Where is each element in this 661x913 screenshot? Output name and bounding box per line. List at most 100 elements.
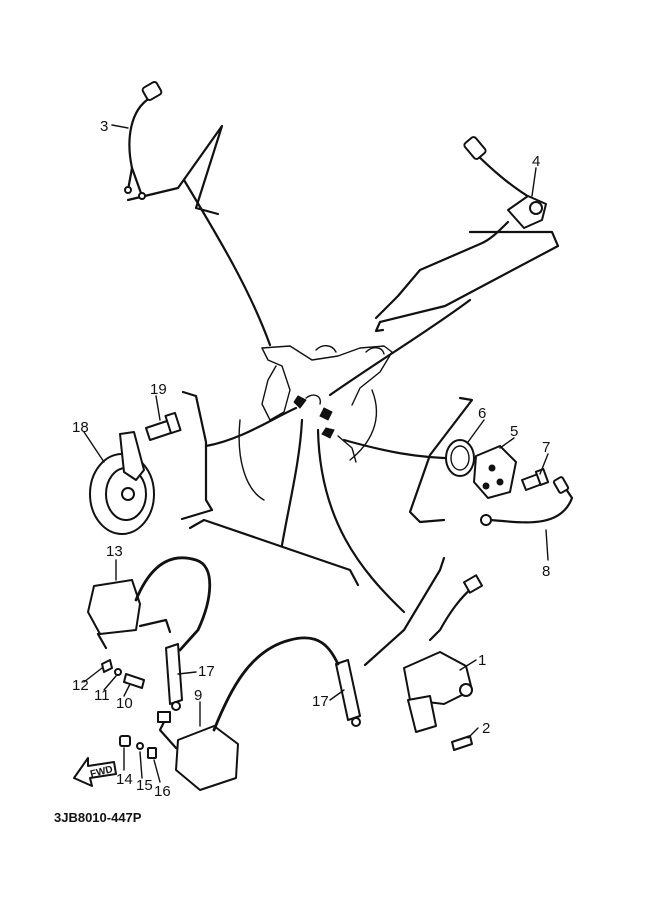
leader-4 [531,167,537,197]
part-12-body [101,659,113,673]
frame-head [261,347,291,421]
clip-connector-1 [293,395,307,409]
part-3-wire-b [130,166,144,198]
wire-to-part-13 [280,418,304,547]
callout-15: 15 [136,777,153,794]
callout-11: 11 [94,687,110,704]
part-8-ground-lead [480,476,574,526]
leader-16 [153,759,161,783]
callout-1: 1 [478,652,486,669]
part-5-hole-1 [488,464,496,472]
part-8-terminal [552,476,570,494]
leader-18 [83,431,105,463]
part-2-screw [451,735,473,751]
part-5-hole-2 [496,478,504,486]
part-17-plug-cap-right [335,659,361,727]
part-18-bracket [119,431,145,481]
fwd-direction-arrow: FWD [73,757,117,787]
leader-2 [467,727,479,739]
part-6-o-ring [445,439,475,477]
part-14-bolt [119,735,131,747]
part-6-ring-inner [450,445,470,471]
part-1-relay [403,574,484,733]
part-3-wire [126,96,152,192]
leader-17b [329,689,345,701]
part-3-sensor-lead [124,81,163,200]
fwd-arrow-shape [73,757,117,787]
part-2-shank [451,735,473,751]
part-15-washer [136,742,144,750]
callout-14: 14 [116,771,133,788]
callout-9: 9 [194,687,202,704]
part-12-nut [101,659,113,673]
part-4-switch [374,136,547,320]
part-1-terminal [459,683,473,697]
leader-10 [123,683,131,697]
part-7-screw [521,468,550,491]
part-13-coil-body [87,579,141,635]
clip-connector-3 [321,427,335,439]
leader-15 [139,751,143,779]
part-8-eyelet [480,514,492,526]
part-17a-cap-body [165,643,183,705]
leader-6 [467,419,485,443]
part-13-primary-wire [138,618,172,634]
callout-8: 8 [542,563,550,580]
part-8-wire [488,484,574,524]
bracket-part-5-8 [408,396,474,524]
part-19-bolt-head [164,411,182,435]
callout-2: 2 [482,720,490,737]
part-9-hv-lead [212,636,340,732]
callout-7: 7 [542,439,550,456]
wire-to-horn [204,406,298,448]
frame-lower-left [238,419,265,501]
part-1-body [403,651,473,705]
bracket-part-1-2 [363,556,446,667]
part-3-connector [141,81,163,101]
leader-3 [111,124,129,129]
part-13-coil-leg [96,632,108,650]
part-4-plug [463,136,487,160]
part-3-terminal-a [124,186,132,194]
wire-to-part-3 [182,178,272,347]
leader-17a [177,671,197,675]
callout-6: 6 [478,405,486,422]
part-7-screw-head [534,468,550,486]
callout-5: 5 [510,423,518,440]
part-10-shank [123,673,145,689]
bracket-part-18 [180,390,214,521]
clip-connector-2 [319,407,333,421]
clip-loop [305,394,321,405]
callout-17b: 17 [312,693,329,710]
wire-to-part-4 [328,298,472,397]
part-14-head [119,735,131,747]
callout-10: 10 [116,695,133,712]
leader-7 [539,453,549,475]
part-1-plug [462,574,484,594]
part-18-horn-center [121,487,135,501]
callout-18: 18 [72,419,89,436]
callout-19: 19 [150,381,167,398]
bracket-part-13 [188,518,360,587]
part-4-knob [529,201,543,215]
callout-numbers: 1 2 3 4 5 6 7 8 9 10 11 12 13 14 15 16 1… [72,118,550,800]
callout-3: 3 [100,118,108,135]
leader-19 [155,395,161,421]
part-13-coil [87,556,212,652]
wire-to-part-1 [316,428,406,614]
part-1-bracket [407,695,437,733]
part-3-terminal-b [138,192,146,200]
leader-1 [459,659,477,671]
drawing-code: 3JB8010-447P [54,810,142,825]
part-11-ring [114,668,122,676]
leader-11 [103,675,117,691]
fwd-arrow-label: FWD [89,764,114,780]
callout-17a: 17 [198,663,215,680]
bracket-part-3 [126,124,224,216]
part-19-bolt [145,411,182,441]
part-18-horn [89,431,155,535]
part-5-hole-3 [482,482,490,490]
part-5-sensor [473,445,517,499]
frame-right [349,389,378,461]
part-11-washer [114,668,122,676]
